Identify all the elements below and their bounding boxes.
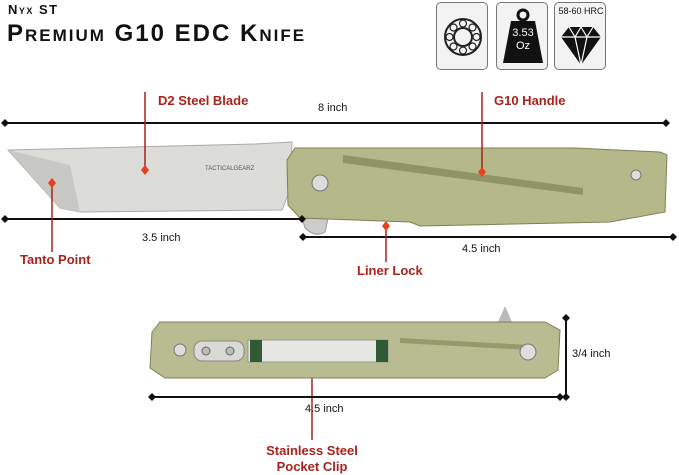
- blade-image: [6, 141, 331, 235]
- thickness-label: 3/4 inch: [572, 348, 611, 360]
- closed-length-dimension-line: [148, 393, 564, 401]
- brand-mark: TACTICALGEARZ: [205, 166, 255, 172]
- lock-callout: Liner Lock: [357, 263, 423, 278]
- handle-image: [286, 147, 668, 227]
- overall-length-label: 8 inch: [318, 102, 348, 114]
- bearing-badge: [436, 2, 488, 70]
- weight-badge: 3.53 Oz: [496, 2, 548, 70]
- hardness-label: 58-60 HRC: [558, 6, 604, 16]
- closed-knife-image: [149, 306, 561, 379]
- clip-callout-line1: Stainless Steel: [266, 443, 358, 458]
- blade-callout: D2 Steel Blade: [158, 93, 249, 108]
- weight-unit: Oz: [515, 40, 531, 52]
- overall-dimension-line: [1, 119, 670, 127]
- clip-callout: Stainless Steel Pocket Clip: [232, 443, 392, 475]
- ball-bearing-icon: [444, 18, 482, 56]
- blade-dimension-line: [1, 215, 306, 223]
- handle-dimension-line: [299, 233, 677, 241]
- thickness-dimension-line: [562, 314, 570, 401]
- product-subtitle: Nyx ST: [8, 2, 59, 17]
- pocket-clip: [247, 339, 389, 363]
- product-title: Premium G10 EDC Knife: [7, 20, 307, 47]
- diamond-icon: [561, 25, 601, 66]
- clip-callout-line2: Pocket Clip: [276, 459, 348, 474]
- weight-value: 3.53: [512, 27, 534, 39]
- tip-callout: Tanto Point: [20, 252, 91, 267]
- hardness-badge: 58-60 HRC: [554, 2, 606, 70]
- handle-length-label: 4.5 inch: [462, 243, 501, 255]
- closed-length-label: 4.5 inch: [305, 403, 344, 415]
- blade-length-label: 3.5 inch: [142, 232, 181, 244]
- handle-callout: G10 Handle: [494, 93, 566, 108]
- weight-icon: [503, 8, 543, 63]
